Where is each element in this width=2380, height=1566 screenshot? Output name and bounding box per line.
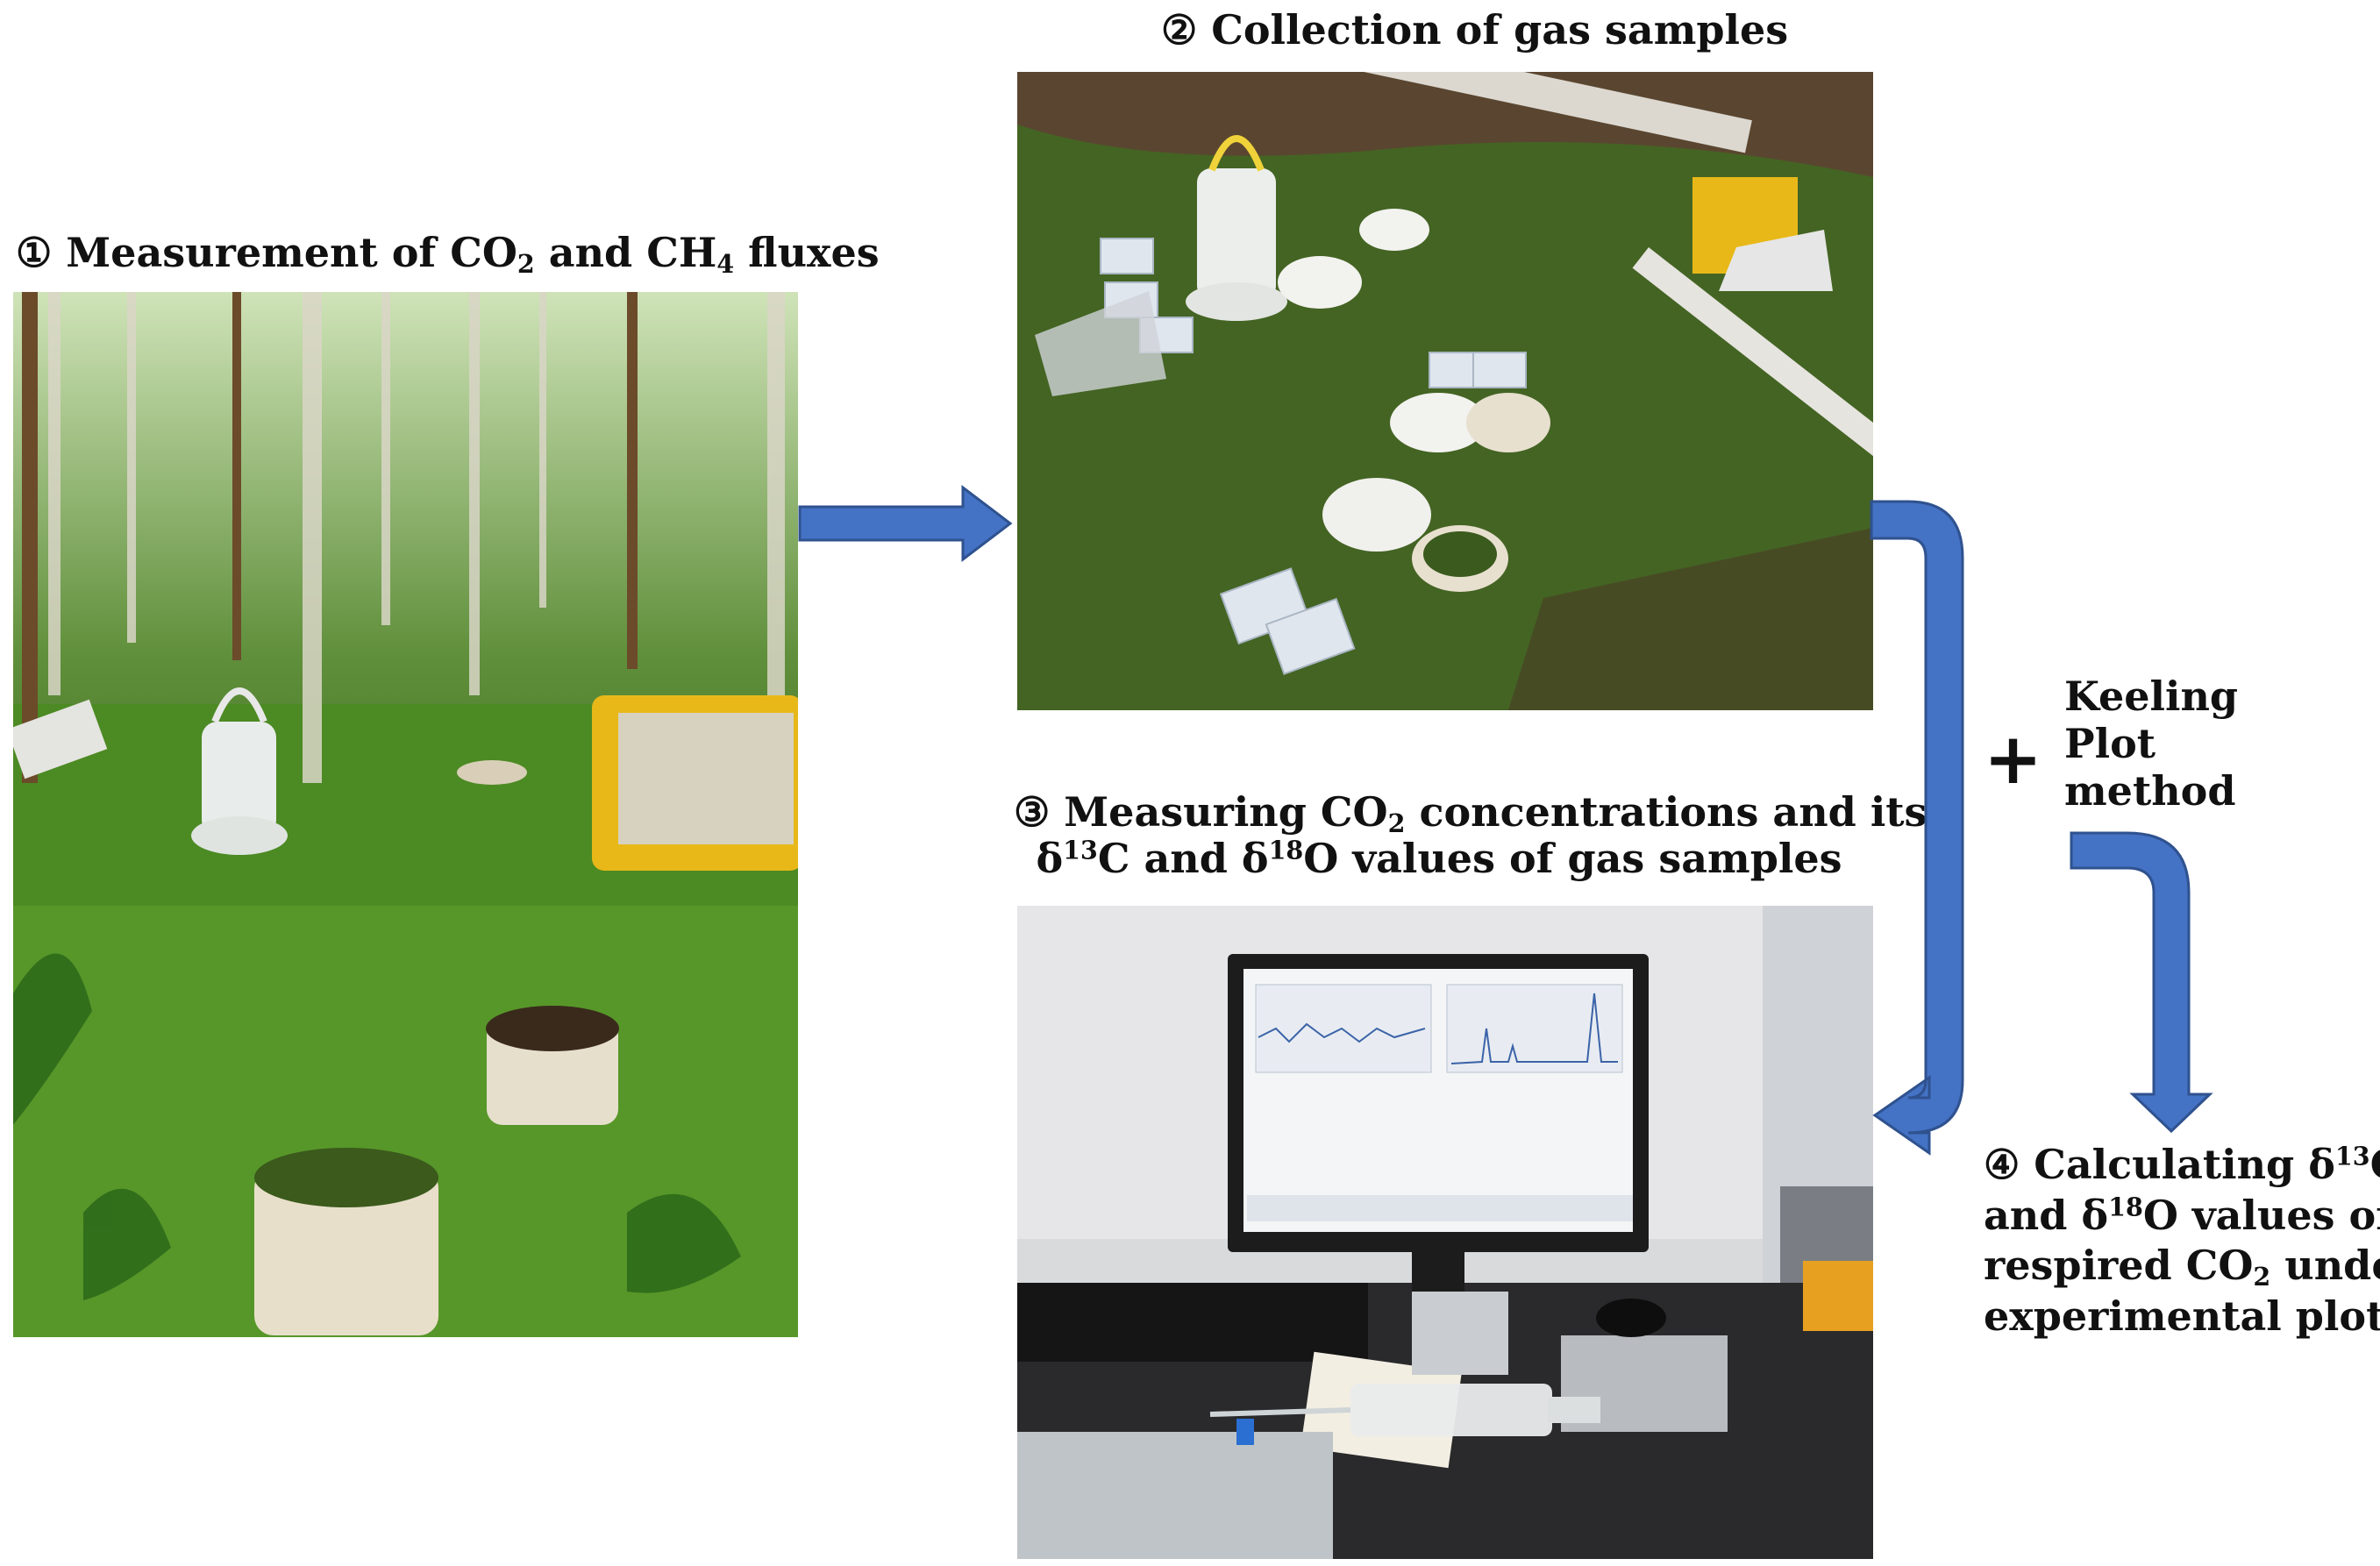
keeling-line-1: Keeling <box>2064 673 2239 720</box>
step-4-title-line-2: and δ18O values of <box>1984 1191 2380 1239</box>
step-marker: ① <box>16 229 53 276</box>
step-2-title-text: ② Collection of gas samples <box>1161 6 1789 53</box>
step-4-title-line-3: respired CO2 under <box>1984 1242 2380 1292</box>
step-1-title-text: ① Measurement of CO2 and CH4 fluxes <box>16 229 880 280</box>
keeling-line-2: Plot <box>2064 719 2156 767</box>
keeling-line-3: method <box>2064 766 2236 815</box>
step-1-title: ① Measurement of CO2 and CH4 fluxes <box>16 229 880 280</box>
step-3-title-line-2: δ13C and δ18O values of gas samples <box>1036 834 1842 882</box>
step-marker: ② <box>1161 6 1198 53</box>
step-4-title-line-1: ④ Calculating δ13C <box>1984 1141 2380 1188</box>
arrow-step1-to-step2 <box>798 484 1013 563</box>
plus-symbol: + <box>1984 718 2043 800</box>
lab-analyzer-photo <box>1017 906 1873 1559</box>
arrow-keeling-to-step4 <box>2070 831 2213 1134</box>
step-3-title: ③ Measuring CO2 concentrations and its δ… <box>1014 788 1928 882</box>
step-marker: ③ <box>1014 788 1051 836</box>
arrow-step2-to-step3 <box>1870 500 1964 1156</box>
forest-measurement-photo <box>13 292 798 1337</box>
step-marker: ④ <box>1984 1141 2020 1188</box>
step-4-title-line-4: experimental plots <box>1984 1292 2380 1340</box>
step-2-title: ② Collection of gas samples <box>1161 7 1788 53</box>
gas-sample-collection-photo <box>1017 72 1873 710</box>
keeling-plot-method: Keeling Plot method <box>2064 673 2238 815</box>
step-3-title-line-1: ③ Measuring CO2 concentrations and its <box>1014 788 1928 839</box>
step-4-title: ④ Calculating δ13C and δ18O values of re… <box>1984 1140 2380 1342</box>
